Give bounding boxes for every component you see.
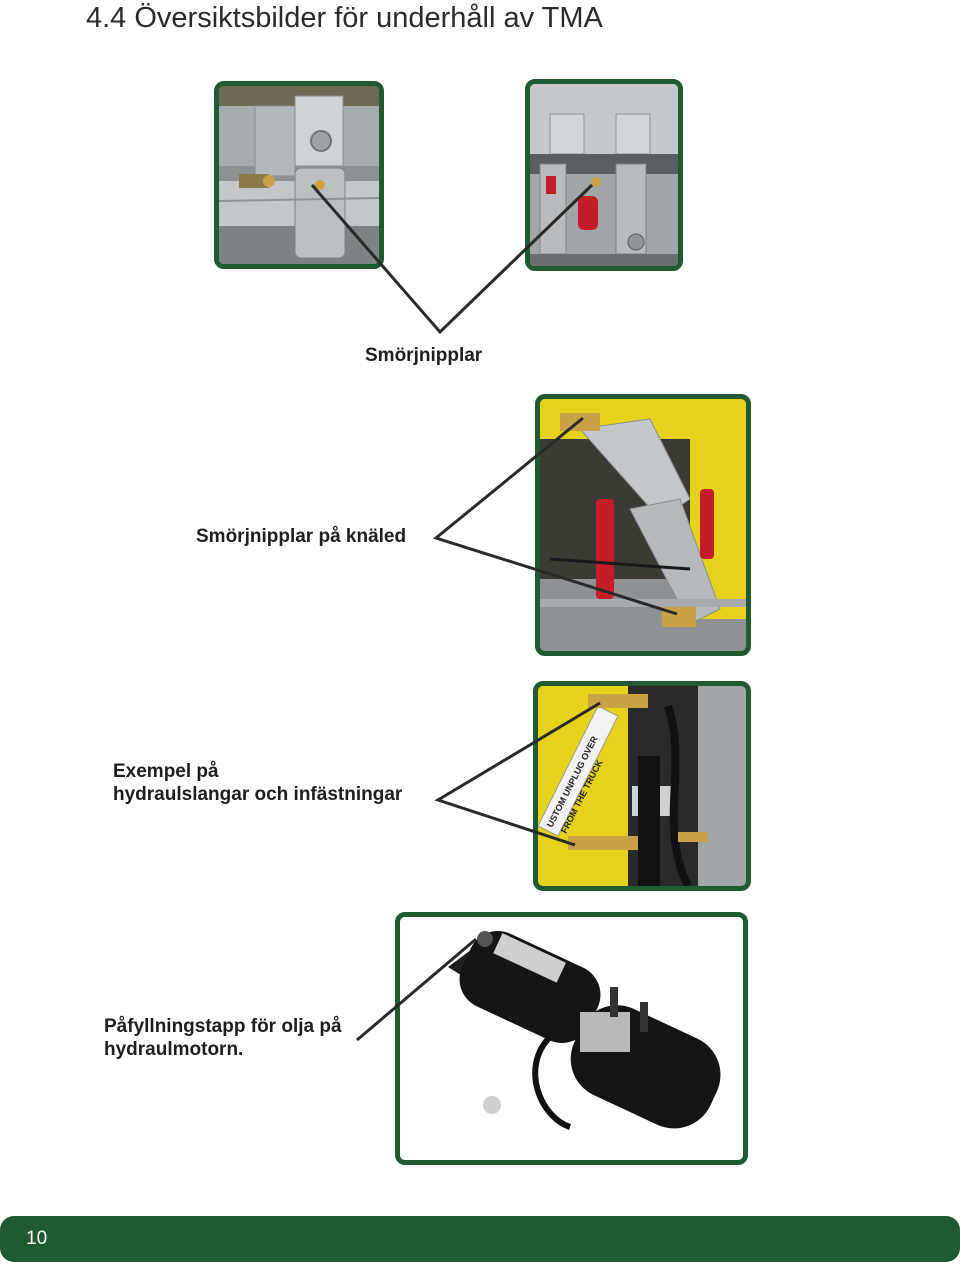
caption-pafyllningstapp-line1: Påfyllningstapp för olja på (104, 1016, 342, 1037)
photo-grease-nipple-bracket (214, 81, 384, 269)
caption-pafyllningstapp-line2: hydraulmotorn. (104, 1039, 244, 1060)
caption-smorjnipplar: Smörjnipplar (365, 345, 483, 366)
caption-hydraulslangar: Exempel på hydraulslangar och infästning… (113, 760, 402, 806)
photo-hydraulic-hoses: USTOM UNPLUG OVER FROM THE TRUCK (533, 681, 751, 891)
caption-pafyllningstapp: Påfyllningstapp för olja på hydraulmotor… (104, 1015, 342, 1061)
caption-smorjnipplar-knaled: Smörjnipplar på knäled (196, 526, 407, 547)
photo-grease-nipple-frame (525, 79, 683, 271)
caption-hydraulslangar-line1: Exempel på (113, 761, 219, 782)
photo-hydraulic-motor (395, 912, 748, 1165)
page-number: 10 (26, 1228, 48, 1249)
photo-knee-joint (535, 394, 751, 656)
caption-hydraulslangar-line2: hydraulslangar och infästningar (113, 784, 403, 805)
page-footer-bar: 10 (0, 1216, 960, 1262)
page-title: 4.4 Översiktsbilder för underhåll av TMA (86, 2, 603, 34)
